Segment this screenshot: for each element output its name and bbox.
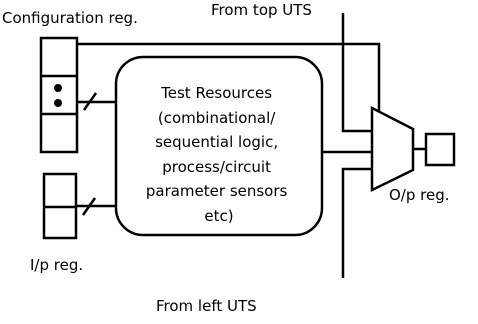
output-register bbox=[424, 132, 456, 167]
input-register bbox=[42, 172, 78, 240]
multiplexer bbox=[370, 105, 415, 193]
test-resources-line: process/circuit bbox=[162, 158, 271, 176]
test-resources-line: parameter sensors bbox=[146, 182, 288, 200]
test-resources-line: etc) bbox=[204, 207, 233, 225]
ellipsis-dot bbox=[54, 84, 62, 92]
ellipsis-dot bbox=[54, 99, 62, 107]
test-resources-line: Test Resources bbox=[160, 84, 272, 102]
from-left-uts-label: From left UTS bbox=[156, 297, 257, 315]
from-top-uts-label: From top UTS bbox=[211, 1, 312, 19]
op-reg-label: O/p reg. bbox=[389, 186, 450, 204]
wires bbox=[76, 13, 426, 278]
test-resources-line: (combinational/ bbox=[158, 109, 276, 127]
test-resources-block bbox=[114, 55, 324, 237]
test-resources-text: Test Resources (combinational/ sequentia… bbox=[146, 84, 292, 225]
configuration-reg-label: Configuration reg. bbox=[2, 9, 138, 27]
test-resources-line: sequential logic, bbox=[155, 133, 278, 151]
ip-reg-label: I/p reg. bbox=[30, 256, 83, 274]
configuration-register bbox=[39, 36, 79, 154]
